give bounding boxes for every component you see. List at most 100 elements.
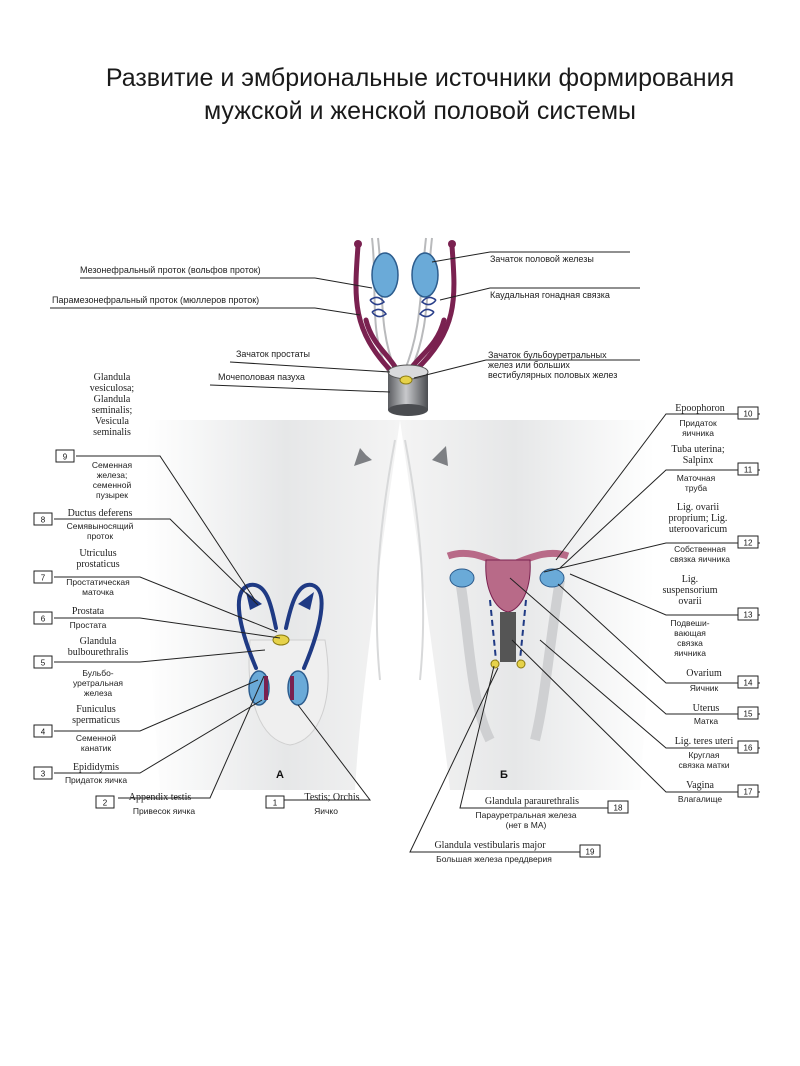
russian-term: (нет в МА) (506, 820, 547, 830)
number-box (737, 706, 759, 720)
female-organs (446, 549, 570, 743)
latin-term: Salpinx (683, 455, 714, 466)
russian-term: Семенная (92, 460, 133, 470)
number-box (737, 406, 759, 420)
label-caudal-ligament: Каудальная гонадная связка (490, 290, 610, 300)
gonad-right (411, 252, 439, 298)
number-box (737, 740, 759, 754)
number-box (33, 766, 53, 780)
label-number: 7 (41, 574, 46, 583)
label-number: 6 (41, 615, 46, 624)
panel-letter-female: Б (500, 769, 508, 781)
russian-term: Придаток (679, 418, 717, 428)
label-number: 8 (41, 516, 46, 525)
russian-term: Маточная (677, 473, 716, 483)
russian-term: железа (84, 688, 113, 698)
male-labels: 9Glandulavesiculosa;Glandulaseminalis;Ve… (33, 372, 360, 816)
label-mesonephric-duct: Мезонефральный проток (вольфов проток) (80, 265, 261, 275)
label-number: 10 (744, 410, 753, 419)
number-box (33, 611, 53, 625)
number-box (33, 570, 53, 584)
latin-term: bulbourethralis (68, 647, 129, 658)
label-number: 15 (744, 710, 753, 719)
number-box (737, 535, 759, 549)
number-box (55, 449, 75, 463)
latin-term: Prostata (72, 606, 105, 617)
latin-term: Utriculus (79, 548, 116, 559)
male-label-5: 5GlandulabulbourethralisБульбо-уретральн… (33, 636, 129, 698)
label-number: 13 (744, 611, 753, 620)
latin-term: Glandula (94, 394, 131, 405)
number-box (33, 724, 53, 738)
label-prostate-bud: Зачаток простаты (236, 349, 310, 359)
russian-term: труба (685, 483, 708, 493)
latin-term: Testis; Orchis (304, 792, 359, 803)
latin-term: Appendix testis (129, 792, 192, 803)
russian-term: Матка (694, 716, 719, 726)
russian-term: связка матки (679, 760, 730, 770)
russian-term: Влагалище (678, 794, 723, 804)
male-label-7: 7UtriculusprostaticusПростатическаяматоч… (33, 548, 130, 597)
label-number: 14 (744, 679, 753, 688)
latin-term: vesiculosa; (90, 383, 135, 394)
russian-term: Яичник (690, 683, 719, 693)
panel-letter-male: А (276, 769, 284, 781)
latin-term: Vesicula (95, 416, 129, 427)
latin-term: Epididymis (73, 762, 119, 773)
female-label-18: 18 Glandula paraurethralisПарауретральная… (476, 796, 629, 830)
label-gonad-bud: Зачаток половой железы (490, 254, 594, 264)
male-leader-lines (54, 455, 372, 801)
label-number: 2 (103, 799, 108, 808)
russian-term: Парауретральная железа (476, 810, 577, 820)
latin-term: Uterus (693, 703, 720, 714)
number-box (737, 462, 759, 476)
russian-term: маточка (82, 587, 114, 597)
russian-term: Яичко (314, 806, 338, 816)
russian-term: железа; (97, 470, 128, 480)
top-leader-lines (50, 251, 640, 393)
label-number: 1 (273, 799, 278, 808)
russian-term: связка яичника (670, 554, 730, 564)
latin-term: ovarii (678, 596, 702, 607)
number-box (737, 784, 759, 798)
russian-term: яичника (682, 428, 714, 438)
russian-term: пузырек (96, 490, 128, 500)
russian-term: канатик (81, 743, 112, 753)
russian-term: вающая (674, 628, 706, 638)
latin-term: Funiculus (76, 704, 116, 715)
latin-term: uteroovaricum (669, 524, 728, 535)
latin-term: Glandula paraurethralis (485, 796, 579, 807)
label-number: 17 (744, 788, 753, 797)
label-urogenital-sinus: Мочеполовая пазуха (218, 372, 305, 382)
latin-term: spermaticus (72, 715, 120, 726)
latin-term: Lig. teres uteri (675, 736, 734, 747)
label-number: 5 (41, 659, 46, 668)
male-label-9: 9Glandulavesiculosa;Glandulaseminalis;Ve… (55, 372, 135, 500)
label-number: 18 (614, 804, 623, 813)
top-labels: Зачаток половой железы Каудальная гонадн… (52, 254, 617, 382)
russian-term: Семенной (76, 733, 117, 743)
russian-term: Придаток яичка (65, 775, 127, 785)
latin-term: Ductus deferens (68, 508, 133, 519)
russian-term: Семявыносящий (67, 521, 134, 531)
development-arrows (354, 428, 448, 466)
label-number: 19 (586, 848, 595, 857)
latin-term: Tuba uterina; (671, 444, 724, 455)
russian-term: Простата (70, 620, 107, 630)
latin-term: Vagina (686, 780, 714, 791)
number-box (33, 512, 53, 526)
page-title: Развитие и эмбриональные источники форми… (40, 62, 800, 128)
number-box (607, 800, 629, 814)
ovary-left (449, 568, 475, 588)
latin-term: Glandula vestibularis major (434, 840, 546, 851)
